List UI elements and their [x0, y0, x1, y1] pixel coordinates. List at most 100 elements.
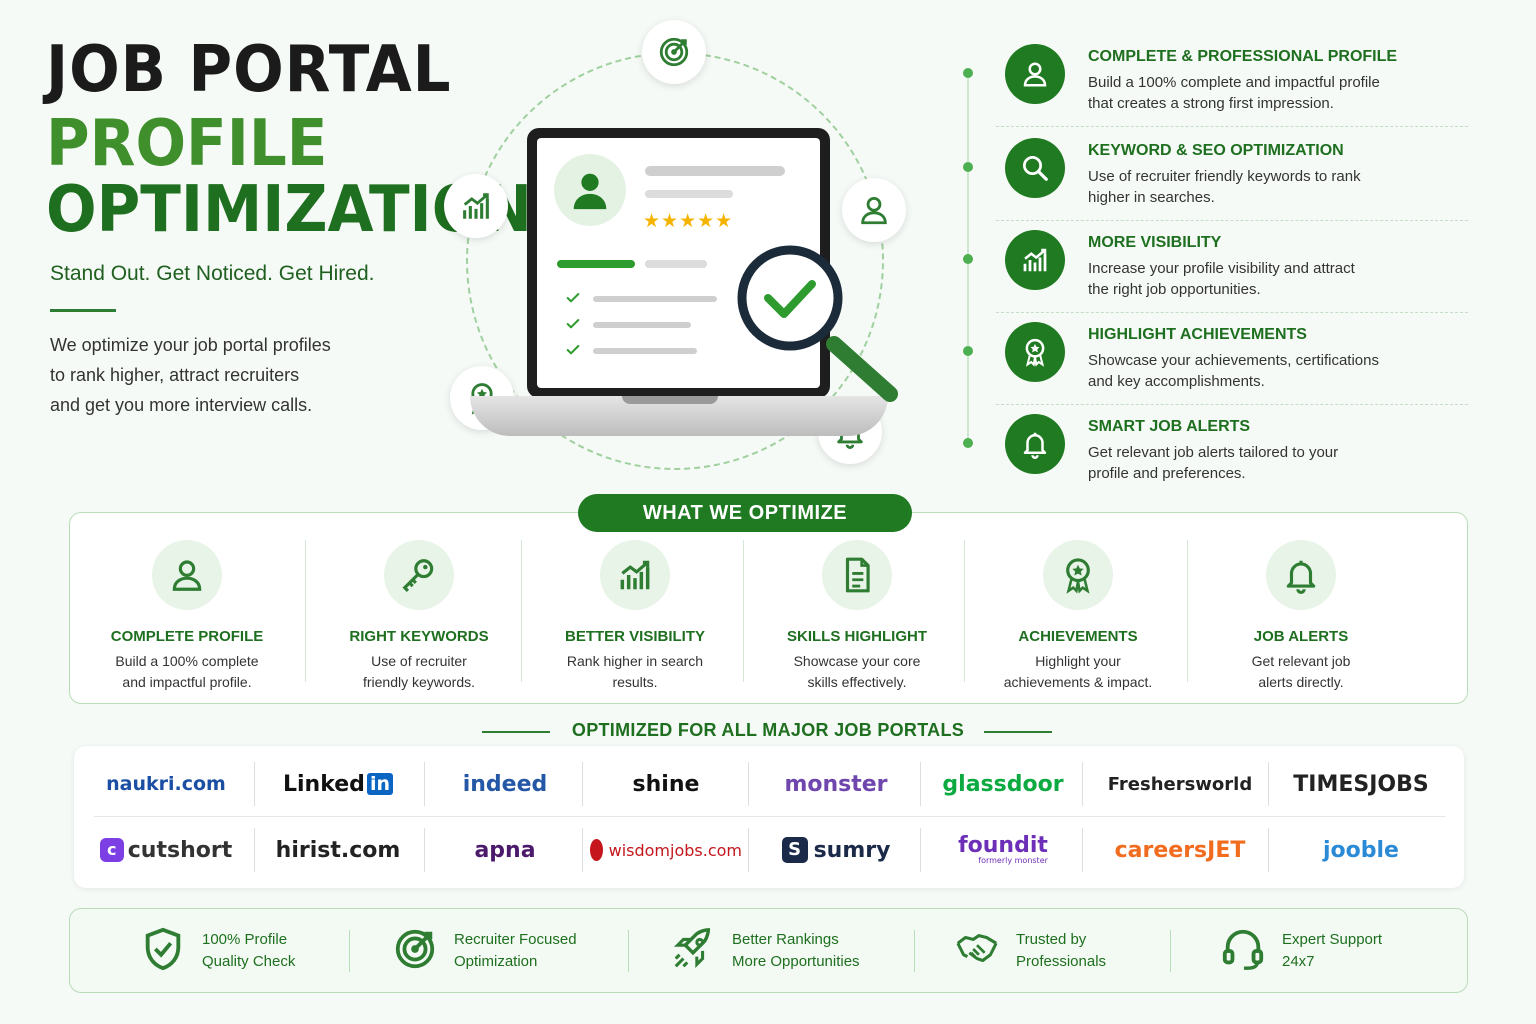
benefit-divider [349, 930, 350, 972]
optimize-item-title: RIGHT KEYWORDS [349, 628, 489, 645]
chart-icon [1005, 230, 1065, 290]
optimize-item-title: ACHIEVEMENTS [1018, 628, 1138, 645]
user-icon [1005, 44, 1065, 104]
chart-icon [600, 540, 670, 610]
portal-name: sumry [813, 837, 891, 863]
benefit-line: 100% Profile [202, 931, 288, 948]
progress-bar [557, 260, 635, 268]
portal-divider [920, 762, 921, 806]
target-icon [642, 20, 706, 84]
optimize-divider [964, 540, 965, 682]
portals-heading-rule-right [984, 731, 1052, 733]
benefit-divider [628, 930, 629, 972]
feature-divider [996, 312, 1468, 313]
badge-icon [1005, 322, 1065, 382]
user-icon [152, 540, 222, 610]
optimize-desc-line: Showcase your core [793, 653, 921, 669]
benefit-divider [914, 930, 915, 972]
optimize-item: SKILLS HIGHLIGHT Showcase your core skills… [745, 536, 969, 690]
feature-title: HIGHLIGHT ACHIEVEMENTS [1088, 326, 1307, 343]
key-icon [384, 540, 454, 610]
portal-name: shine [632, 771, 700, 797]
optimize-desc-line: and impactful profile. [122, 674, 252, 690]
target-icon [392, 926, 438, 977]
portal-name: wisdomjobs.com [608, 840, 742, 860]
headset-icon [1220, 926, 1266, 977]
feature-desc-line: profile and preferences. [1088, 465, 1246, 482]
bell-icon [1005, 414, 1065, 474]
portal-logo: jooble [1276, 830, 1446, 870]
user-icon [842, 178, 906, 242]
optimize-divider [305, 540, 306, 682]
feature-desc-line: higher in searches. [1088, 189, 1215, 206]
portal-name: naukri.com [106, 773, 226, 795]
optimize-item-title: COMPLETE PROFILE [110, 628, 264, 645]
what-we-optimize-heading: WHAT WE OPTIMIZE [578, 494, 912, 532]
feature-title: COMPLETE & PROFESSIONAL PROFILE [1088, 48, 1398, 65]
name-placeholder [645, 166, 785, 176]
portal-name: monster [784, 771, 888, 797]
portal-logo: wisdomjobs.com [590, 830, 742, 870]
feature-divider [996, 220, 1468, 221]
benefit-line: Professionals [1016, 953, 1107, 970]
chart-icon [444, 174, 508, 238]
portal-logo: apna [432, 830, 578, 870]
portal-logo: glassdoor [928, 764, 1078, 804]
progress-remaining [645, 260, 707, 268]
optimize-item-title: SKILLS HIGHLIGHT [787, 628, 927, 645]
intro-line-2: to rank higher, attract recruiters [50, 365, 300, 385]
tagline: Stand Out. Get Noticed. Get Hired. [50, 262, 375, 285]
handshake-icon [954, 926, 1000, 977]
portal-divider [748, 762, 749, 806]
portal-name: foundit [958, 833, 1048, 858]
benefit-line: Trusted by [1016, 931, 1087, 948]
portal-logo: LinkedInLinkedin [262, 764, 414, 804]
title-line-2: PROFILE [46, 107, 328, 181]
optimize-item: COMPLETE PROFILE Build a 100% complete and… [75, 536, 299, 690]
optimize-desc-line: results. [612, 674, 658, 690]
search-icon [1005, 138, 1065, 198]
timeline-dot [963, 254, 973, 264]
portal-name: indeed [462, 771, 548, 797]
linkedin-wordmark: Linked [283, 771, 365, 797]
portal-logo: naukri.com [90, 764, 242, 804]
optimize-desc-line: alerts directly. [1258, 674, 1344, 690]
benefit-line: Quality Check [202, 953, 296, 970]
sumry-logo: S [781, 837, 808, 863]
optimize-desc-line: skills effectively. [807, 674, 907, 690]
portal-name: cutshort [127, 837, 233, 863]
portal-divider [1082, 828, 1083, 872]
portal-divider [254, 762, 255, 806]
timeline-dot [963, 162, 973, 172]
line-placeholder [593, 348, 697, 354]
portal-name: Freshersworld [1107, 773, 1253, 795]
benefit-item: Trusted by Professionals [954, 924, 1106, 978]
portal-divider [748, 828, 749, 872]
line-placeholder [593, 322, 691, 328]
optimize-divider [521, 540, 522, 682]
optimize-item-title: BETTER VISIBILITY [564, 628, 705, 645]
feature-desc-line: the right job opportunities. [1088, 281, 1261, 298]
portal-logo: indeed [432, 764, 578, 804]
timeline-dot [963, 346, 973, 356]
intro-text: We optimize your job portal profiles to … [50, 330, 370, 420]
feature-title: KEYWORD & SEO OPTIMIZATION [1088, 142, 1344, 159]
portal-logo: TIMESJOBS [1276, 764, 1446, 804]
wisdomjobs-logo [590, 839, 603, 861]
title-line-1: JOB PORTAL [46, 33, 452, 107]
portal-name: glassdoor [942, 771, 1064, 797]
portals-heading: OPTIMIZED FOR ALL MAJOR JOB PORTALS [571, 720, 965, 740]
feature-desc-line: Build a 100% complete and impactful prof… [1088, 74, 1380, 91]
feature-desc: Build a 100% complete and impactful prof… [1088, 72, 1418, 114]
feature-desc: Increase your profile visibility and att… [1088, 258, 1418, 300]
optimize-desc-line: Build a 100% complete [115, 653, 259, 669]
benefit-text: Trusted by Professionals [1016, 929, 1106, 973]
benefit-divider [1170, 930, 1171, 972]
portal-divider [582, 828, 583, 872]
